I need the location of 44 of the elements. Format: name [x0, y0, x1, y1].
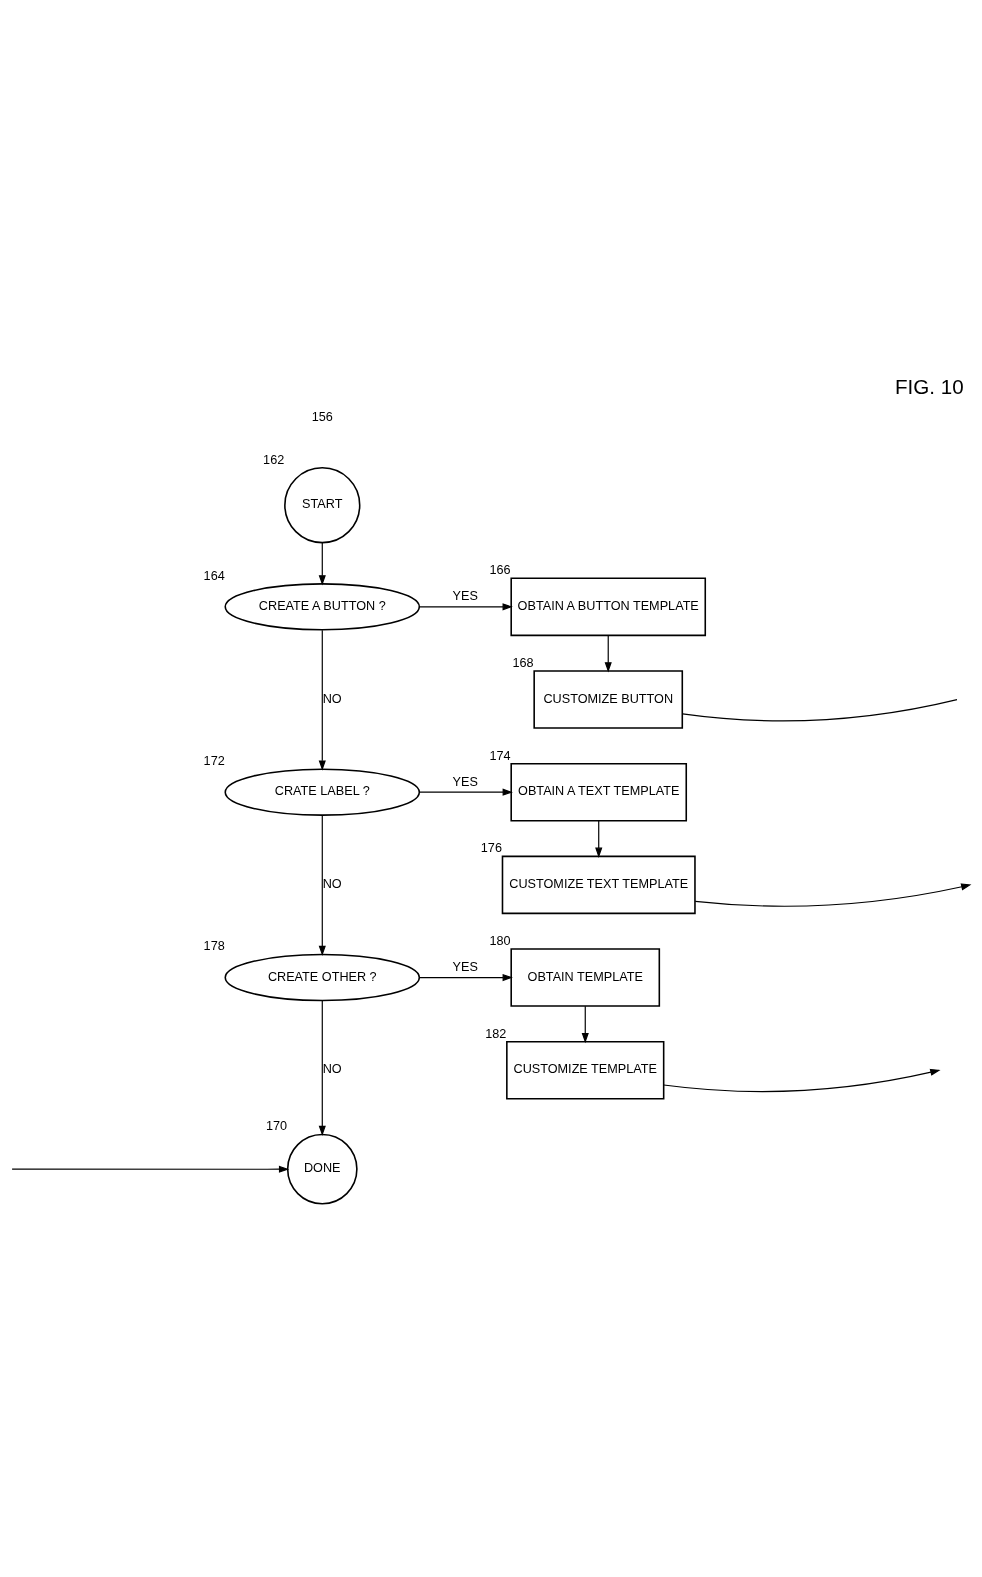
diagram-title: FIG. 10: [895, 374, 964, 398]
arrow: [418, 973, 513, 981]
node-label: 172: [203, 753, 225, 768]
edge-label: YES: [452, 588, 478, 603]
node-label: 168: [512, 655, 534, 670]
node-ellipse: CREATE A BUTTON ?: [224, 582, 421, 631]
node-circle: START: [284, 466, 361, 543]
node-ellipse: CREATE OTHER ?: [224, 953, 421, 1001]
connector: [682, 698, 958, 721]
node-label: 178: [203, 938, 225, 953]
edge-label: NO: [322, 1061, 342, 1076]
node-box: OBTAIN TEMPLATE: [510, 947, 661, 1007]
edge-label: YES: [452, 774, 478, 789]
node-label: 166: [489, 562, 511, 577]
arrow: [318, 629, 326, 771]
arrow: [11, 1165, 290, 1173]
node-ellipse: CRATE LABEL ?: [224, 767, 421, 816]
node-label: 174: [489, 748, 511, 763]
node-box: OBTAIN A TEXT TEMPLATE: [510, 762, 688, 821]
node-label: 176: [480, 840, 502, 855]
node-label: 170: [265, 1118, 288, 1133]
arrow: [318, 999, 326, 1136]
arrow: [318, 814, 326, 956]
arrow: [694, 882, 972, 907]
node-box: CUSTOMIZE BUTTON: [533, 669, 684, 729]
node-box: OBTAIN A BUTTON TEMPLATE: [510, 577, 707, 636]
arrow: [604, 634, 612, 673]
label: 156: [311, 409, 333, 424]
node-box: CUSTOMIZE TEMPLATE: [506, 1040, 665, 1100]
edge-label: NO: [322, 691, 342, 706]
arrow: [663, 1068, 941, 1092]
node-label: 162: [263, 452, 285, 467]
node-box: CUSTOMIZE TEXT TEMPLATE: [501, 855, 696, 914]
arrow: [595, 819, 603, 858]
arrow: [418, 788, 513, 796]
node-label: 180: [489, 933, 511, 948]
edge-label: NO: [322, 876, 342, 891]
node-circle: DONE: [286, 1133, 358, 1204]
node-label: 164: [203, 568, 225, 583]
node-label: 182: [485, 1026, 507, 1041]
arrow: [581, 1005, 589, 1043]
arrow: [318, 541, 326, 586]
arrow: [418, 602, 513, 610]
edge-label: YES: [452, 959, 478, 974]
